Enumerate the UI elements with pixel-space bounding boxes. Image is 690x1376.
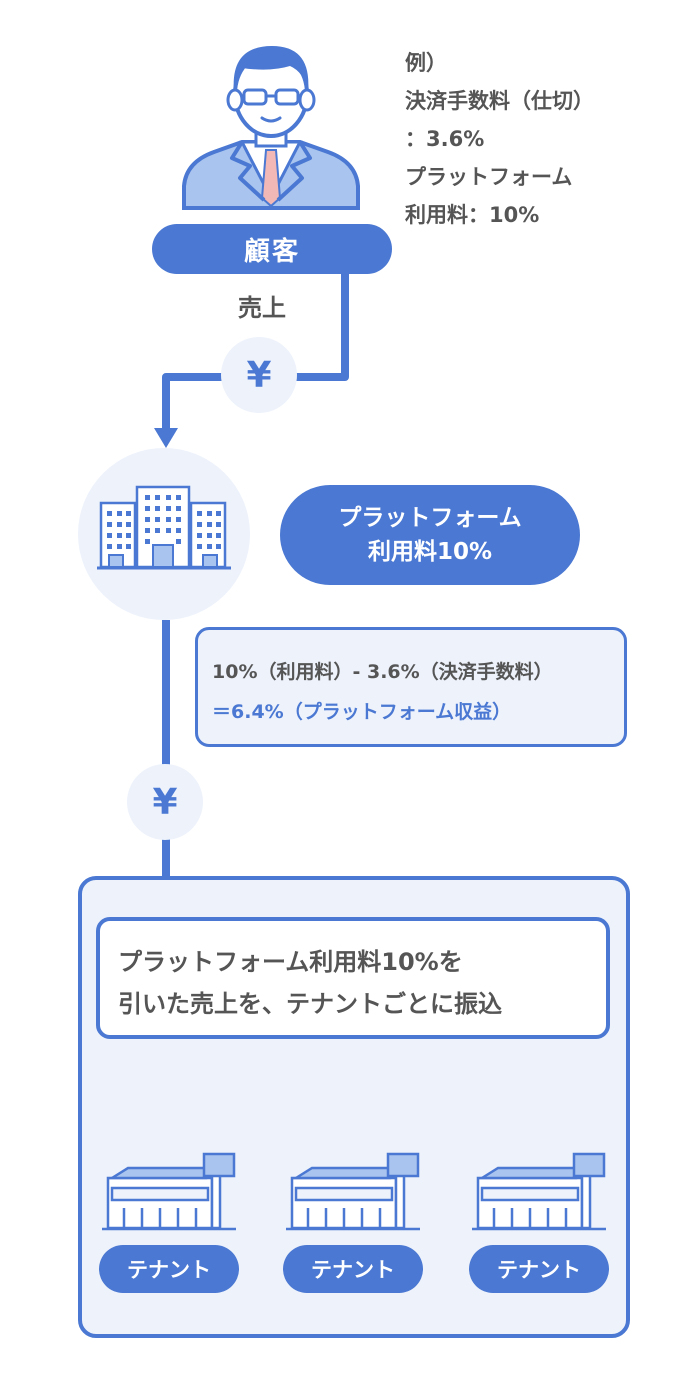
office-building-icon <box>97 485 231 570</box>
platform-fee-badge: プラットフォーム 利用料10% <box>280 485 580 585</box>
fee-formula-box: 10%（利用料）- 3.6%（決済手数料） ＝6.4%（プラットフォーム収益） <box>195 627 627 747</box>
customer-label: 顧客 <box>152 224 392 274</box>
businessman-icon <box>182 46 360 210</box>
example-note-line: プラットフォーム <box>405 165 573 189</box>
example-note-line: 利用料：10% <box>405 203 540 227</box>
example-note-line: 決済手数料（仕切） <box>405 89 594 113</box>
tenant-label: テナント <box>283 1245 423 1293</box>
yen-icon: ¥ <box>127 764 203 840</box>
platform-fee-line: 利用料10% <box>367 539 493 565</box>
platform-fee-line: プラットフォーム <box>338 505 522 531</box>
tenant-label: テナント <box>99 1245 239 1293</box>
store-building-icon <box>102 1152 236 1231</box>
tenant-label: テナント <box>469 1245 609 1293</box>
arrow-down-icon <box>154 428 178 448</box>
example-note: 例） 決済手数料（仕切） ：3.6% プラットフォーム 利用料：10% <box>405 44 675 234</box>
store-building-icon <box>472 1152 606 1231</box>
yen-icon: ¥ <box>221 337 297 413</box>
store-building-icon <box>286 1152 420 1231</box>
transfer-description-box: プラットフォーム利用料10%を 引いた売上を、テナントごとに振込 <box>96 917 610 1039</box>
transfer-line: プラットフォーム利用料10%を <box>118 948 463 976</box>
transfer-line: 引いた売上を、テナントごとに振込 <box>118 990 502 1018</box>
example-note-line: ：3.6% <box>405 127 485 151</box>
formula-line: 10%（利用料）- 3.6%（決済手数料） <box>212 661 553 683</box>
sales-label: 売上 <box>238 294 286 322</box>
example-note-line: 例） <box>405 51 447 75</box>
formula-result-line: ＝6.4%（プラットフォーム収益） <box>212 701 512 723</box>
